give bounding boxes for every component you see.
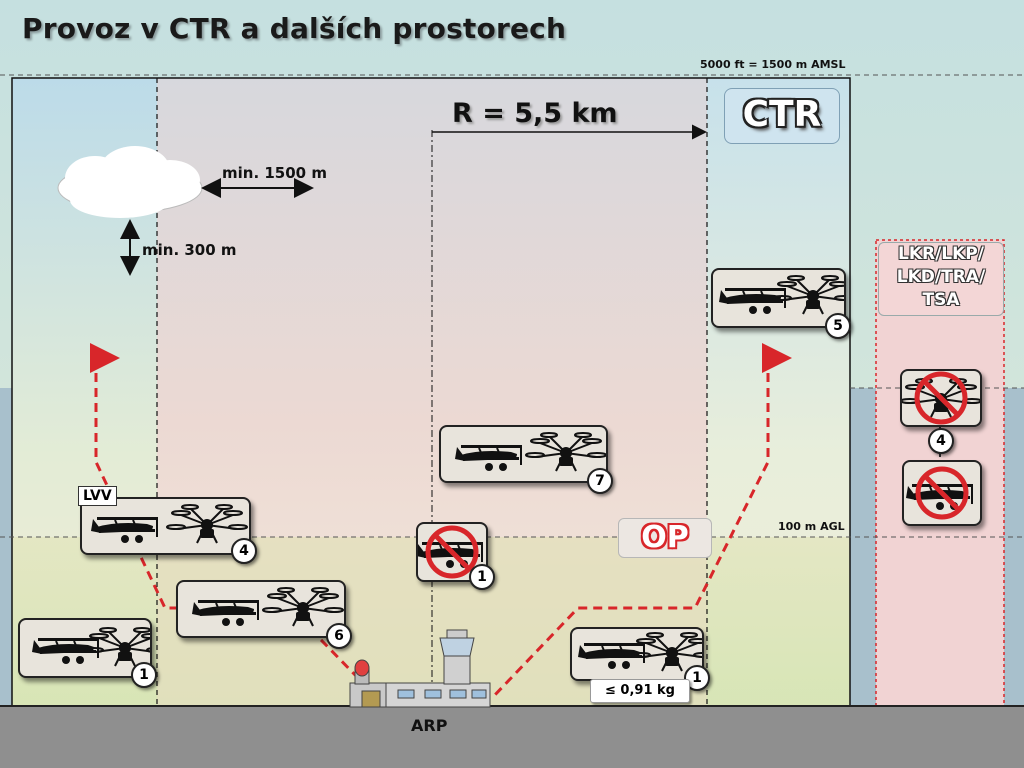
category-badge: 4	[231, 538, 257, 564]
restricted-drone-box	[900, 369, 982, 427]
restricted-zone-line: LKR/LKP/	[898, 244, 984, 264]
category-badge: 1	[131, 662, 157, 688]
plane-drone-icon	[577, 632, 702, 672]
altitude-top-label: 5000 ft = 1500 m AMSL	[700, 58, 846, 71]
category-badge: 4	[928, 428, 954, 454]
plane-drone-icon	[191, 587, 344, 627]
plane-drone-icon	[454, 432, 606, 472]
category-box-seven	[439, 425, 608, 483]
category-box-six	[176, 580, 346, 638]
cloud-horizontal-label: min. 1500 m	[222, 164, 327, 182]
restricted-zones-label: LKR/LKP/ LKD/TRA/ TSA	[878, 242, 1004, 316]
category-box-lvv	[80, 497, 251, 555]
no-plane-icon	[905, 462, 973, 524]
lvv-label: LVV	[78, 486, 117, 506]
category-box-five	[711, 268, 846, 328]
plane-drone-icon	[31, 627, 150, 667]
category-box-right-low	[570, 627, 704, 681]
category-badge: 7	[587, 468, 613, 494]
restricted-zone-line: TSA	[922, 290, 960, 310]
plane-drone-icon	[90, 504, 248, 544]
arp-label: ARP	[411, 716, 448, 735]
category-badge: 1	[469, 564, 495, 590]
weight-limit-label: ≤ 0,91 kg	[590, 679, 690, 703]
plane-drone-icon	[718, 275, 844, 315]
airport-building	[349, 629, 491, 708]
ctr-label: CTR	[724, 88, 840, 144]
no-drone-icon	[902, 371, 980, 425]
category-badge: 6	[326, 623, 352, 649]
radius-label: R = 5,5 km	[452, 98, 618, 129]
page-title: Provoz v CTR a dalších prostorech	[22, 12, 567, 45]
cloud-vertical-label: min. 300 m	[142, 241, 237, 259]
category-box-left-low	[18, 618, 152, 678]
restricted-plane-box	[902, 460, 982, 526]
category-badge: 5	[825, 313, 851, 339]
op-label: OP	[618, 518, 712, 558]
altitude-low-label: 100 m AGL	[778, 520, 845, 533]
cloud-shape	[57, 146, 203, 218]
restricted-zone-line: LKD/TRA/	[896, 267, 986, 287]
